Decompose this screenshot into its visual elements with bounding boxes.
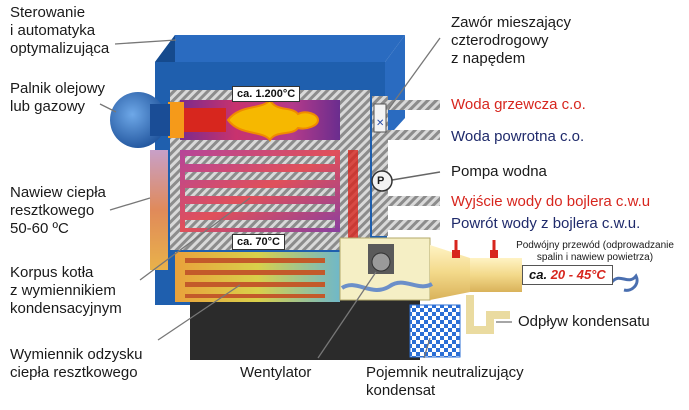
label-burner: Palnik olejowy lub gazowy bbox=[10, 80, 106, 115]
exchanger-tube bbox=[185, 220, 335, 228]
temp-flue-prefix: ca. bbox=[529, 267, 548, 282]
condensing-tube bbox=[185, 258, 325, 263]
label-valve: Zawór mieszający czterodrogowy z napędem bbox=[451, 14, 572, 67]
label-drain: Odpływ kondensatu bbox=[518, 313, 650, 330]
leader-neutralizer bbox=[423, 337, 431, 359]
exchanger-tube bbox=[185, 188, 335, 196]
label-body: Korpus kotła z wymiennikiem kondensacyjn… bbox=[10, 264, 122, 317]
boiler-casing-right bbox=[385, 35, 405, 140]
boiler-casing-top bbox=[155, 35, 405, 62]
label-fan: Wentylator bbox=[240, 364, 312, 381]
burner-flange bbox=[168, 102, 184, 138]
leader-fan bbox=[317, 271, 377, 359]
mixing-valve bbox=[373, 103, 387, 133]
valve-marker: ✕ bbox=[376, 118, 384, 129]
pipe-boiler-return bbox=[388, 220, 440, 230]
neutralizer-tank bbox=[409, 304, 461, 358]
temp-flue-value: 20 - 45°C bbox=[550, 267, 606, 282]
pipe-heating-supply bbox=[388, 100, 440, 110]
temp-combustion: ca. 1.200°C bbox=[232, 86, 301, 102]
exchanger-tube bbox=[185, 156, 335, 164]
temp-exchanger: ca. 70°C bbox=[232, 234, 285, 250]
condensing-tube bbox=[185, 294, 325, 298]
boiler-base bbox=[190, 300, 420, 360]
temp-flue-gas: ca. 20 - 45°C bbox=[522, 265, 613, 285]
flue-pipe bbox=[470, 258, 522, 292]
label-neutralizer: Pojemnik neutralizujący kondensat bbox=[366, 364, 524, 399]
condensing-tube bbox=[185, 270, 325, 275]
label-supply: Nawiew ciepła resztkowego 50-60 ºC bbox=[10, 184, 106, 237]
leader-control bbox=[114, 39, 177, 45]
flue-valve-red bbox=[452, 250, 460, 258]
exchanger-tube bbox=[185, 204, 335, 212]
pipe-heating-return bbox=[388, 130, 440, 140]
label-control: Sterowanie i automatyka optymalizująca bbox=[10, 4, 110, 57]
pump-body bbox=[371, 170, 393, 192]
leader-valve bbox=[387, 37, 441, 111]
label-heating-water: Woda grzewcza c.o. bbox=[451, 96, 586, 113]
exhaust-icon bbox=[610, 273, 639, 292]
flue-taper bbox=[430, 245, 470, 300]
label-return-water: Woda powrotna c.o. bbox=[451, 128, 585, 145]
pipe-boiler-out bbox=[388, 196, 440, 206]
pump-leader bbox=[391, 171, 441, 181]
drain-pipe bbox=[466, 295, 510, 334]
leader-body bbox=[139, 197, 251, 281]
exchanger-side-bar bbox=[348, 150, 358, 240]
airflow-icon bbox=[340, 280, 433, 292]
reclaim-duct bbox=[150, 150, 168, 270]
leader-exchanger bbox=[157, 284, 241, 341]
label-pump: Pompa wodna bbox=[451, 163, 547, 180]
condensing-tube bbox=[185, 282, 325, 287]
pump-symbol: P bbox=[377, 175, 385, 187]
flue-valve-red bbox=[490, 250, 498, 258]
label-boiler-return: Powrót wody z bojlera c.w.u. bbox=[451, 215, 641, 232]
exchanger-tube bbox=[185, 172, 335, 180]
leader-supply bbox=[109, 197, 151, 211]
label-boiler-out: Wyjście wody do bojlera c.w.u bbox=[451, 193, 651, 210]
label-exchanger: Wymiennik odzysku ciepła resztkowego bbox=[10, 346, 143, 381]
burner-neck bbox=[150, 104, 170, 136]
label-double-pipe: Podwójny przewód (odprowadzanie spalin i… bbox=[516, 240, 674, 263]
leader-burner bbox=[99, 103, 117, 113]
fan-icon bbox=[371, 252, 391, 272]
